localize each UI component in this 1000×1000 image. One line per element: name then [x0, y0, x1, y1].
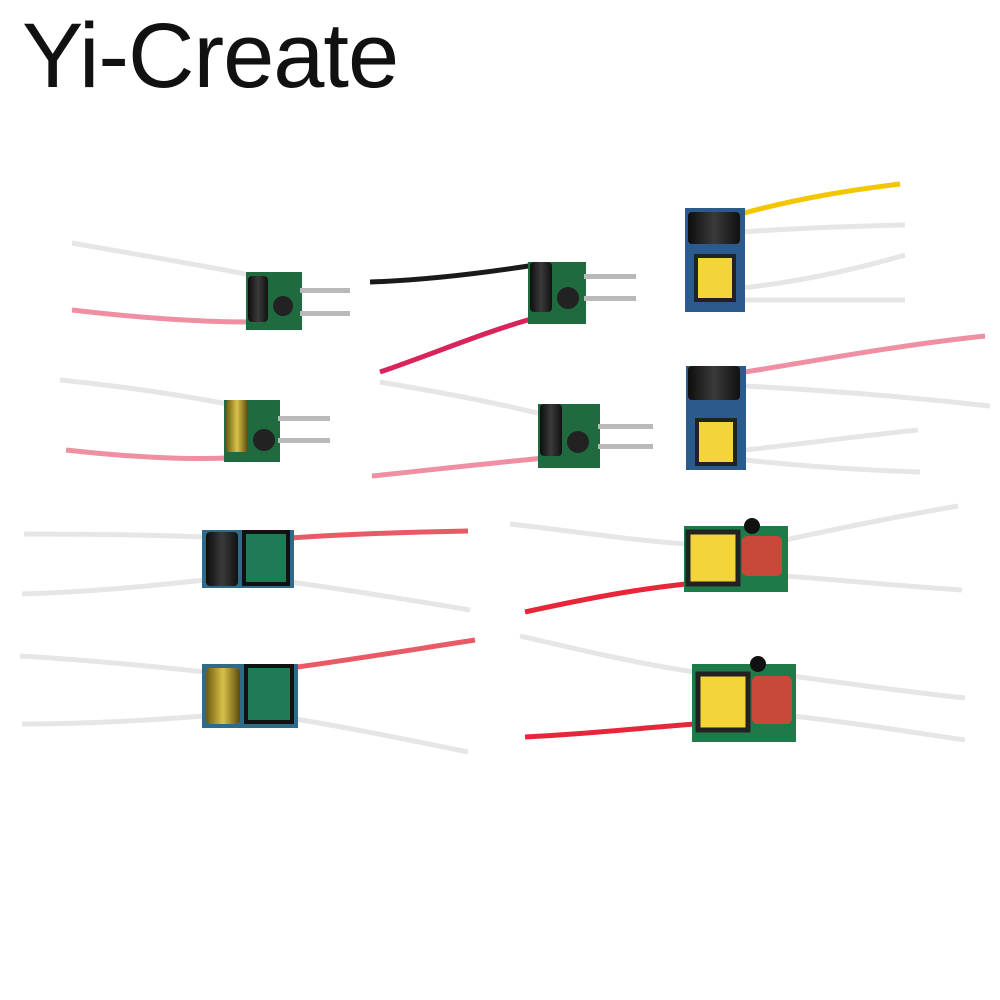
brand-watermark: Yi-Create [22, 5, 399, 107]
wire-pink [71, 307, 251, 325]
driver-module-triac-1 [509, 503, 963, 615]
wire-pink [371, 455, 546, 479]
driver-module-linear-1 [21, 528, 471, 613]
capacitor [226, 400, 248, 452]
pin [300, 288, 350, 293]
capacitor [206, 668, 240, 724]
capacitor [530, 262, 552, 312]
driver-module-blue-1 [685, 181, 906, 312]
transformer [695, 418, 737, 466]
wire-white [379, 379, 543, 417]
capacitor [688, 212, 740, 244]
transformer [242, 530, 290, 586]
transformer [695, 671, 751, 733]
wire-white [791, 713, 966, 743]
wire-white [739, 222, 906, 235]
pin [278, 416, 330, 421]
wire-yellow [739, 181, 901, 217]
driver-module-mr16-1 [71, 240, 350, 330]
pin [278, 438, 330, 443]
pin [598, 424, 653, 429]
capacitor-red [752, 676, 792, 724]
transformer [694, 254, 736, 302]
wire-white [784, 503, 959, 543]
wire-white [744, 383, 991, 409]
driver-module-mr16-3 [59, 377, 330, 462]
pin [300, 311, 350, 316]
wire-white [289, 579, 471, 613]
inductor [253, 429, 275, 451]
capacitor [248, 276, 268, 322]
wire-black [369, 262, 536, 285]
capacitor [206, 532, 238, 586]
wire-white [509, 521, 687, 547]
capacitor [688, 366, 740, 400]
driver-module-linear-2 [19, 637, 476, 755]
inductor [567, 431, 589, 453]
wire-red [524, 581, 687, 615]
wire-red [524, 721, 696, 740]
wire-white [744, 457, 921, 475]
wire-white [791, 673, 966, 701]
wire-white [19, 653, 206, 675]
driver-module-mr16-2 [369, 262, 636, 375]
wire-white [289, 715, 469, 755]
transformer [685, 529, 741, 587]
wire-white [21, 577, 206, 597]
wire-white [59, 377, 229, 407]
transformer [244, 664, 294, 724]
driver-module-blue-2 [686, 333, 991, 475]
driver-module-mr16-4 [371, 379, 653, 479]
capacitor [540, 404, 562, 456]
wire-white [744, 427, 919, 453]
driver-module-triac-2 [519, 633, 966, 743]
wire-red [289, 528, 469, 541]
wire-white [784, 573, 963, 593]
wire-white [739, 252, 906, 291]
wire-white [71, 240, 251, 278]
wire-red [289, 637, 476, 671]
thermistor [744, 518, 760, 534]
pin [584, 274, 636, 279]
inductor [557, 287, 579, 309]
capacitor-red [742, 536, 782, 576]
wire-white [519, 633, 696, 675]
inductor [273, 296, 293, 316]
wire-pink [744, 333, 986, 375]
wire-white [23, 531, 206, 540]
wire-red [379, 315, 536, 375]
thermistor [750, 656, 766, 672]
pin [584, 296, 636, 301]
pin [598, 444, 653, 449]
wire-pink [65, 447, 229, 462]
wire-white [21, 713, 206, 727]
